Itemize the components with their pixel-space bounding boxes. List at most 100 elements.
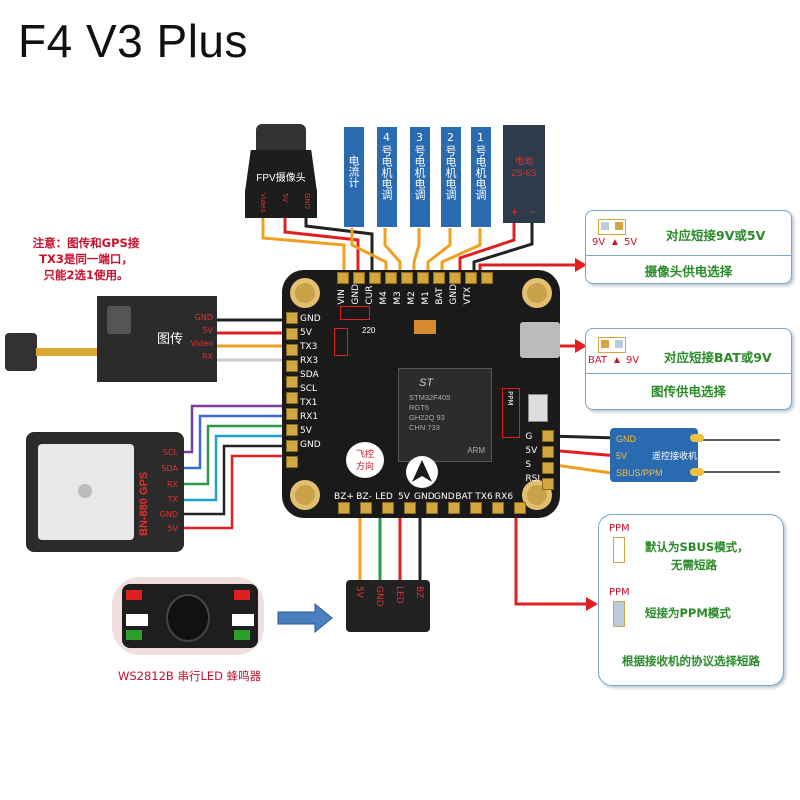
cam-callout-subtitle: 摄像头供电选择 bbox=[644, 264, 733, 279]
ppm-shorted-jumper-icon bbox=[613, 601, 625, 627]
pin-m4: M4 bbox=[379, 291, 389, 305]
gps-antenna-icon bbox=[38, 444, 134, 540]
pin-cur: CUR bbox=[365, 285, 375, 305]
vtx-pin-gnd: GND bbox=[194, 313, 213, 322]
pin-right-5v: 5V bbox=[525, 446, 538, 456]
vtx-pad-left-label: BAT bbox=[588, 355, 608, 366]
pad bbox=[286, 328, 298, 340]
ppm-tag-1: PPM bbox=[609, 523, 630, 534]
esc-label-4: 号电机电调 bbox=[380, 145, 393, 200]
pin-m2: M2 bbox=[407, 291, 417, 305]
left-pin-labels: GND 5V TX3 RX3 SDA SCL TX1 RX1 5V GND bbox=[300, 312, 321, 452]
led-green-right bbox=[234, 630, 250, 640]
cam-pad-left-label: 9V bbox=[592, 237, 606, 248]
esc-cable-4: 4 号电机电调 bbox=[377, 127, 397, 227]
camera-gnd-wire bbox=[304, 215, 374, 272]
pad bbox=[286, 312, 298, 324]
camera-pin-video: Video bbox=[259, 193, 267, 213]
pin-right-g: G bbox=[525, 432, 533, 442]
receiver-pin-sbus: SBUS/PPM bbox=[616, 468, 663, 478]
pin-left-rx1: RX1 bbox=[300, 412, 319, 422]
top-pin-row bbox=[337, 272, 493, 284]
pin-left-5v: 5V bbox=[300, 328, 312, 338]
esc-number-3: 3 bbox=[416, 131, 423, 144]
camera-pin-gnd: GND bbox=[303, 193, 311, 210]
led-module-label: WS2812B 串行LED 蜂鸣器 bbox=[118, 669, 262, 683]
gps-pin-sda: SDA bbox=[161, 464, 178, 473]
blue-arrow bbox=[277, 602, 333, 634]
m4-wire bbox=[383, 228, 402, 272]
pad bbox=[449, 272, 461, 284]
connector-pin-led: LED bbox=[394, 586, 404, 604]
arrow-to-cam-callout bbox=[575, 258, 587, 272]
chip-text: STM32F405 RGT6 GH22Q 93 CHN 733 bbox=[409, 393, 450, 433]
pin-gnd-2: GND bbox=[449, 284, 459, 305]
usb-port[interactable] bbox=[520, 322, 560, 358]
pin-bz-minus: BZ- bbox=[356, 492, 372, 502]
ppm-open-jumper-icon bbox=[613, 537, 625, 563]
esc-number-4: 4 bbox=[383, 131, 390, 144]
pad bbox=[360, 502, 372, 514]
camera-pin-5v: 5V bbox=[281, 193, 289, 203]
mount-hole-tl bbox=[290, 278, 320, 308]
pad bbox=[404, 502, 416, 514]
pin-bottom-gnd-2: GND bbox=[434, 492, 455, 502]
callout-camera-power: 9V ▲ 5V 对应短接9V或5V 摄像头供电选择 bbox=[585, 210, 792, 284]
pad bbox=[465, 272, 477, 284]
pad bbox=[286, 424, 298, 436]
bottom-pin-labels: BZ+ BZ- LED 5V GND GND BAT TX6 RX6 bbox=[334, 492, 514, 502]
pin-left-sda: SDA bbox=[300, 370, 319, 380]
triangle-icon: ▲ bbox=[610, 237, 620, 248]
vtx-pin-rx: RX bbox=[201, 352, 213, 361]
led-red-left bbox=[126, 590, 142, 600]
pin-bottom-5v: 5V bbox=[398, 492, 410, 502]
pad bbox=[286, 408, 298, 420]
pad bbox=[542, 462, 554, 474]
receiver-module: GND 5V SBUS/PPM 遥控接收机 bbox=[610, 428, 704, 482]
battery-label: 电池 2S-6S bbox=[511, 156, 537, 178]
pad bbox=[470, 502, 482, 514]
cam-jumper-icon bbox=[598, 219, 626, 235]
pad bbox=[542, 446, 554, 458]
vtx-pad-right-label: 9V bbox=[626, 355, 640, 366]
boot-button[interactable] bbox=[528, 394, 548, 422]
note-line-2: TX3是同一端口， bbox=[39, 252, 133, 266]
vtx-pin-5v: 5V bbox=[202, 326, 213, 335]
pad bbox=[369, 272, 381, 284]
gps-pin-rx: RX bbox=[166, 480, 178, 489]
note-text: 注意：图传和GPS接 TX3是同一端口， 只能2选1使用。 bbox=[6, 235, 166, 283]
gps-module: BN-880 GPS SCL SDA RX TX GND 5V bbox=[26, 432, 184, 552]
esc-cable-2: 2 号电机电调 bbox=[441, 127, 461, 227]
page-title: F4 V3 Plus bbox=[18, 15, 248, 67]
led-white-left bbox=[126, 614, 148, 626]
mcu-chip: ST STM32F405 RGT6 GH22Q 93 CHN 733 ARM bbox=[398, 368, 492, 462]
receiver-pin-gnd: GND bbox=[616, 434, 636, 444]
pad bbox=[338, 502, 350, 514]
receiver-label: 遥控接收机 bbox=[652, 451, 698, 461]
camera-body: FPV摄像头 bbox=[245, 150, 317, 192]
pin-left-gnd-2: GND bbox=[300, 440, 321, 450]
pad bbox=[286, 392, 298, 404]
esc-number-1: 1 bbox=[477, 131, 484, 144]
note-line-3: 只能2选1使用。 bbox=[43, 268, 129, 282]
esc-label-current: 电流计 bbox=[347, 155, 360, 188]
led-red-right bbox=[234, 590, 250, 600]
pin-gnd: GND bbox=[351, 284, 361, 305]
cam-pad-right-label: 5V bbox=[624, 237, 638, 248]
pin-m3: M3 bbox=[393, 291, 403, 305]
buzzer-icon bbox=[166, 594, 210, 642]
pad bbox=[481, 272, 493, 284]
pin-vin: VIN bbox=[337, 289, 347, 305]
chip-brand: ST bbox=[419, 377, 434, 389]
pad bbox=[286, 440, 298, 452]
receiver-antenna-1 bbox=[690, 434, 704, 442]
connector-pin-5v: 5V bbox=[354, 586, 364, 598]
pad bbox=[286, 456, 298, 468]
receiver-pins: GND 5V SBUS/PPM bbox=[616, 431, 663, 482]
pad bbox=[542, 478, 554, 490]
pin-vtx: VTX bbox=[463, 286, 473, 305]
pad bbox=[286, 344, 298, 356]
right-pin-labels: G 5V S RSI bbox=[525, 430, 540, 486]
pin-bottom-gnd: GND bbox=[414, 492, 435, 502]
pad bbox=[514, 502, 526, 514]
